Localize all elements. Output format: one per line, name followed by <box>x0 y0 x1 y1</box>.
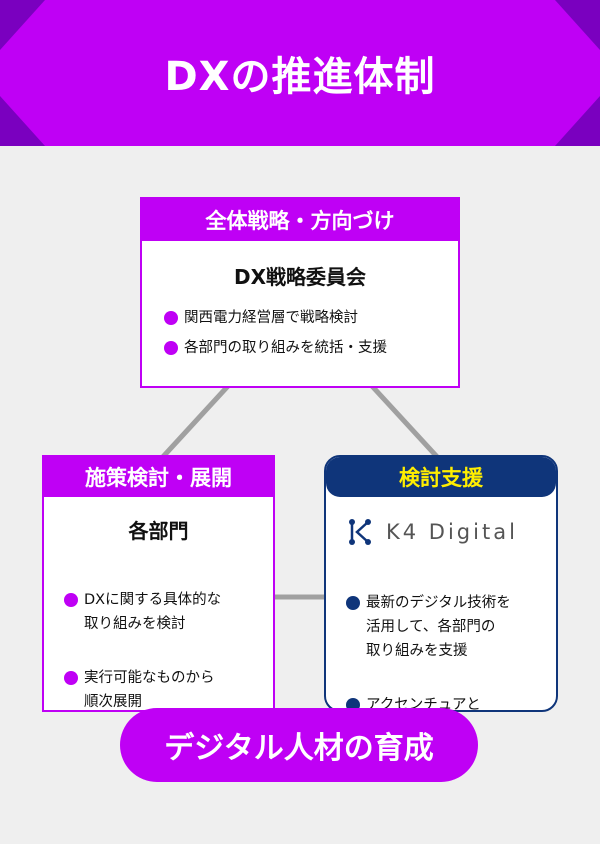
corner-decoration <box>0 96 45 146</box>
box-heading: 施策検討・展開 <box>44 457 273 497</box>
list-item: 実行可能なものから 順次展開 <box>64 666 221 714</box>
corner-decoration <box>555 0 600 50</box>
list-item: DXに関する具体的な 取り組みを検討 <box>64 588 221 636</box>
k4-logo-icon <box>349 519 371 545</box>
bullet-list: 関西電力経営層で戦略検討 各部門の取り組みを統括・支援 <box>164 306 387 366</box>
connector-line <box>158 384 230 462</box>
box-heading: 全体戦略・方向づけ <box>142 199 458 241</box>
list-item: 最新のデジタル技術を 活用して、各部門の 取り組みを支援 <box>346 591 511 663</box>
logo-text: K4 Digital <box>386 520 518 544</box>
connector-line <box>370 384 442 462</box>
list-item: アクセンチュアと 共同で設立 <box>346 693 511 710</box>
box-heading: 検討支援 <box>326 457 556 497</box>
talent-development-pill: デジタル人材の育成 <box>120 708 478 782</box>
corner-decoration <box>0 0 45 50</box>
header-banner: DXの推進体制 <box>0 0 600 146</box>
list-item: 各部門の取り組みを統括・支援 <box>164 336 387 360</box>
page-title: DXの推進体制 <box>164 54 436 100</box>
list-item: 関西電力経営層で戦略検討 <box>164 306 387 330</box>
box-title: 各部門 <box>128 519 189 543</box>
bullet-list: 最新のデジタル技術を 活用して、各部門の 取り組みを支援 アクセンチュアと 共同… <box>346 567 511 710</box>
bullet-list: DXに関する具体的な 取り組みを検討 実行可能なものから 順次展開 <box>64 564 221 744</box>
k4-digital-logo: K4 Digital <box>348 519 518 545</box>
box-title: DX戦略委員会 <box>233 265 367 289</box>
support-box: 検討支援 K4 Digital 最新のデジタル技術を 活用して、各部門の 取り組… <box>324 455 558 712</box>
corner-decoration <box>555 96 600 146</box>
strategy-box: 全体戦略・方向づけ DX戦略委員会 関西電力経営層で戦略検討 各部門の取り組みを… <box>140 197 460 388</box>
departments-box: 施策検討・展開 各部門 DXに関する具体的な 取り組みを検討 実行可能なものから… <box>42 455 275 712</box>
